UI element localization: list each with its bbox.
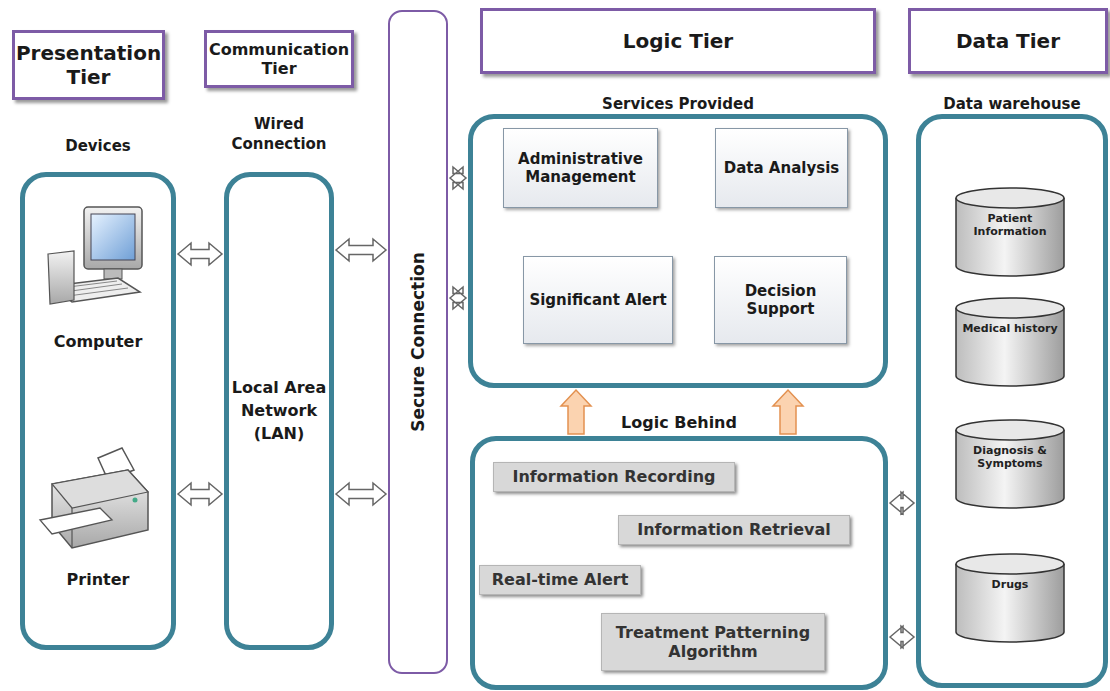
node-label: Significant Alert xyxy=(529,291,666,309)
node-label: Logic Behind xyxy=(455,413,903,434)
node-label: Real-time Alert xyxy=(492,570,629,589)
network-group: Wired ConnectionLocal Area Network (LAN) xyxy=(224,172,334,650)
tier-header: Communication Tier xyxy=(204,30,354,88)
services-group: Services ProvidedAdministrative Manageme… xyxy=(468,114,888,388)
node-label: Decision Support xyxy=(719,282,842,318)
service-box: Administrative Management xyxy=(503,128,658,208)
service-box: Decision Support xyxy=(714,256,847,344)
node-label: Data warehouse xyxy=(901,95,1110,115)
node-label: Drugs xyxy=(960,578,1060,591)
logic-item: Information Recording xyxy=(493,462,735,492)
node-label: Data Analysis xyxy=(724,159,839,177)
tier-header: Presentation Tier xyxy=(12,30,165,100)
database-cylinder: Medical history xyxy=(954,296,1066,388)
node-body: Local Area Network (LAN) xyxy=(231,376,327,446)
double-arrow xyxy=(890,492,914,514)
node-label: Communication Tier xyxy=(209,40,349,78)
database-cylinder: Patient Information xyxy=(954,186,1066,278)
double-arrow xyxy=(336,239,386,261)
printer-icon xyxy=(40,448,148,548)
logic-item: Treatment Patterning Algorithm xyxy=(601,613,825,671)
node-label: Medical history xyxy=(960,322,1060,335)
database-cylinder: Drugs xyxy=(954,552,1066,644)
flow-arrow xyxy=(561,390,591,434)
node-label: Wired Connection xyxy=(229,115,329,154)
node-label: Diagnosis & Symptoms xyxy=(960,444,1060,470)
double-arrow xyxy=(178,483,222,505)
node-label: Devices xyxy=(5,137,191,157)
computer-icon xyxy=(48,207,142,304)
double-arrow xyxy=(178,243,222,265)
node-label: Information Retrieval xyxy=(637,520,831,539)
node-label: Presentation Tier xyxy=(16,41,161,89)
service-box: Data Analysis xyxy=(715,128,848,208)
service-box: Significant Alert xyxy=(523,256,673,344)
tier-header: Data Tier xyxy=(908,8,1108,74)
logic-item: Information Retrieval xyxy=(618,515,850,545)
logic-group: Logic BehindInformation RecordingInforma… xyxy=(470,436,888,690)
node-label: Secure Connection xyxy=(408,252,428,432)
double-arrow xyxy=(890,626,914,648)
node-label: Treatment Patterning Algorithm xyxy=(608,623,818,661)
node-label: Information Recording xyxy=(512,467,715,486)
device-label: Computer xyxy=(54,332,143,351)
cylinder-shape xyxy=(954,296,1066,388)
node-label: Services Provided xyxy=(453,95,903,115)
logic-item: Real-time Alert xyxy=(479,565,641,595)
data-warehouse: Data warehousePatient InformationMedical… xyxy=(916,114,1108,688)
device-label: Printer xyxy=(67,570,130,589)
cylinder-shape xyxy=(954,552,1066,644)
double-arrow xyxy=(450,287,466,309)
node-label: Administrative Management xyxy=(508,150,653,186)
node-label: Logic Tier xyxy=(623,29,733,53)
node-label: Data Tier xyxy=(956,29,1060,53)
double-arrow xyxy=(336,483,386,505)
double-arrow xyxy=(450,167,466,189)
flow-arrow xyxy=(773,390,803,434)
node-label: Patient Information xyxy=(960,212,1060,238)
database-cylinder: Diagnosis & Symptoms xyxy=(954,418,1066,510)
tier-header: Logic Tier xyxy=(480,8,876,74)
secure-connection: Secure Connection xyxy=(388,10,448,674)
